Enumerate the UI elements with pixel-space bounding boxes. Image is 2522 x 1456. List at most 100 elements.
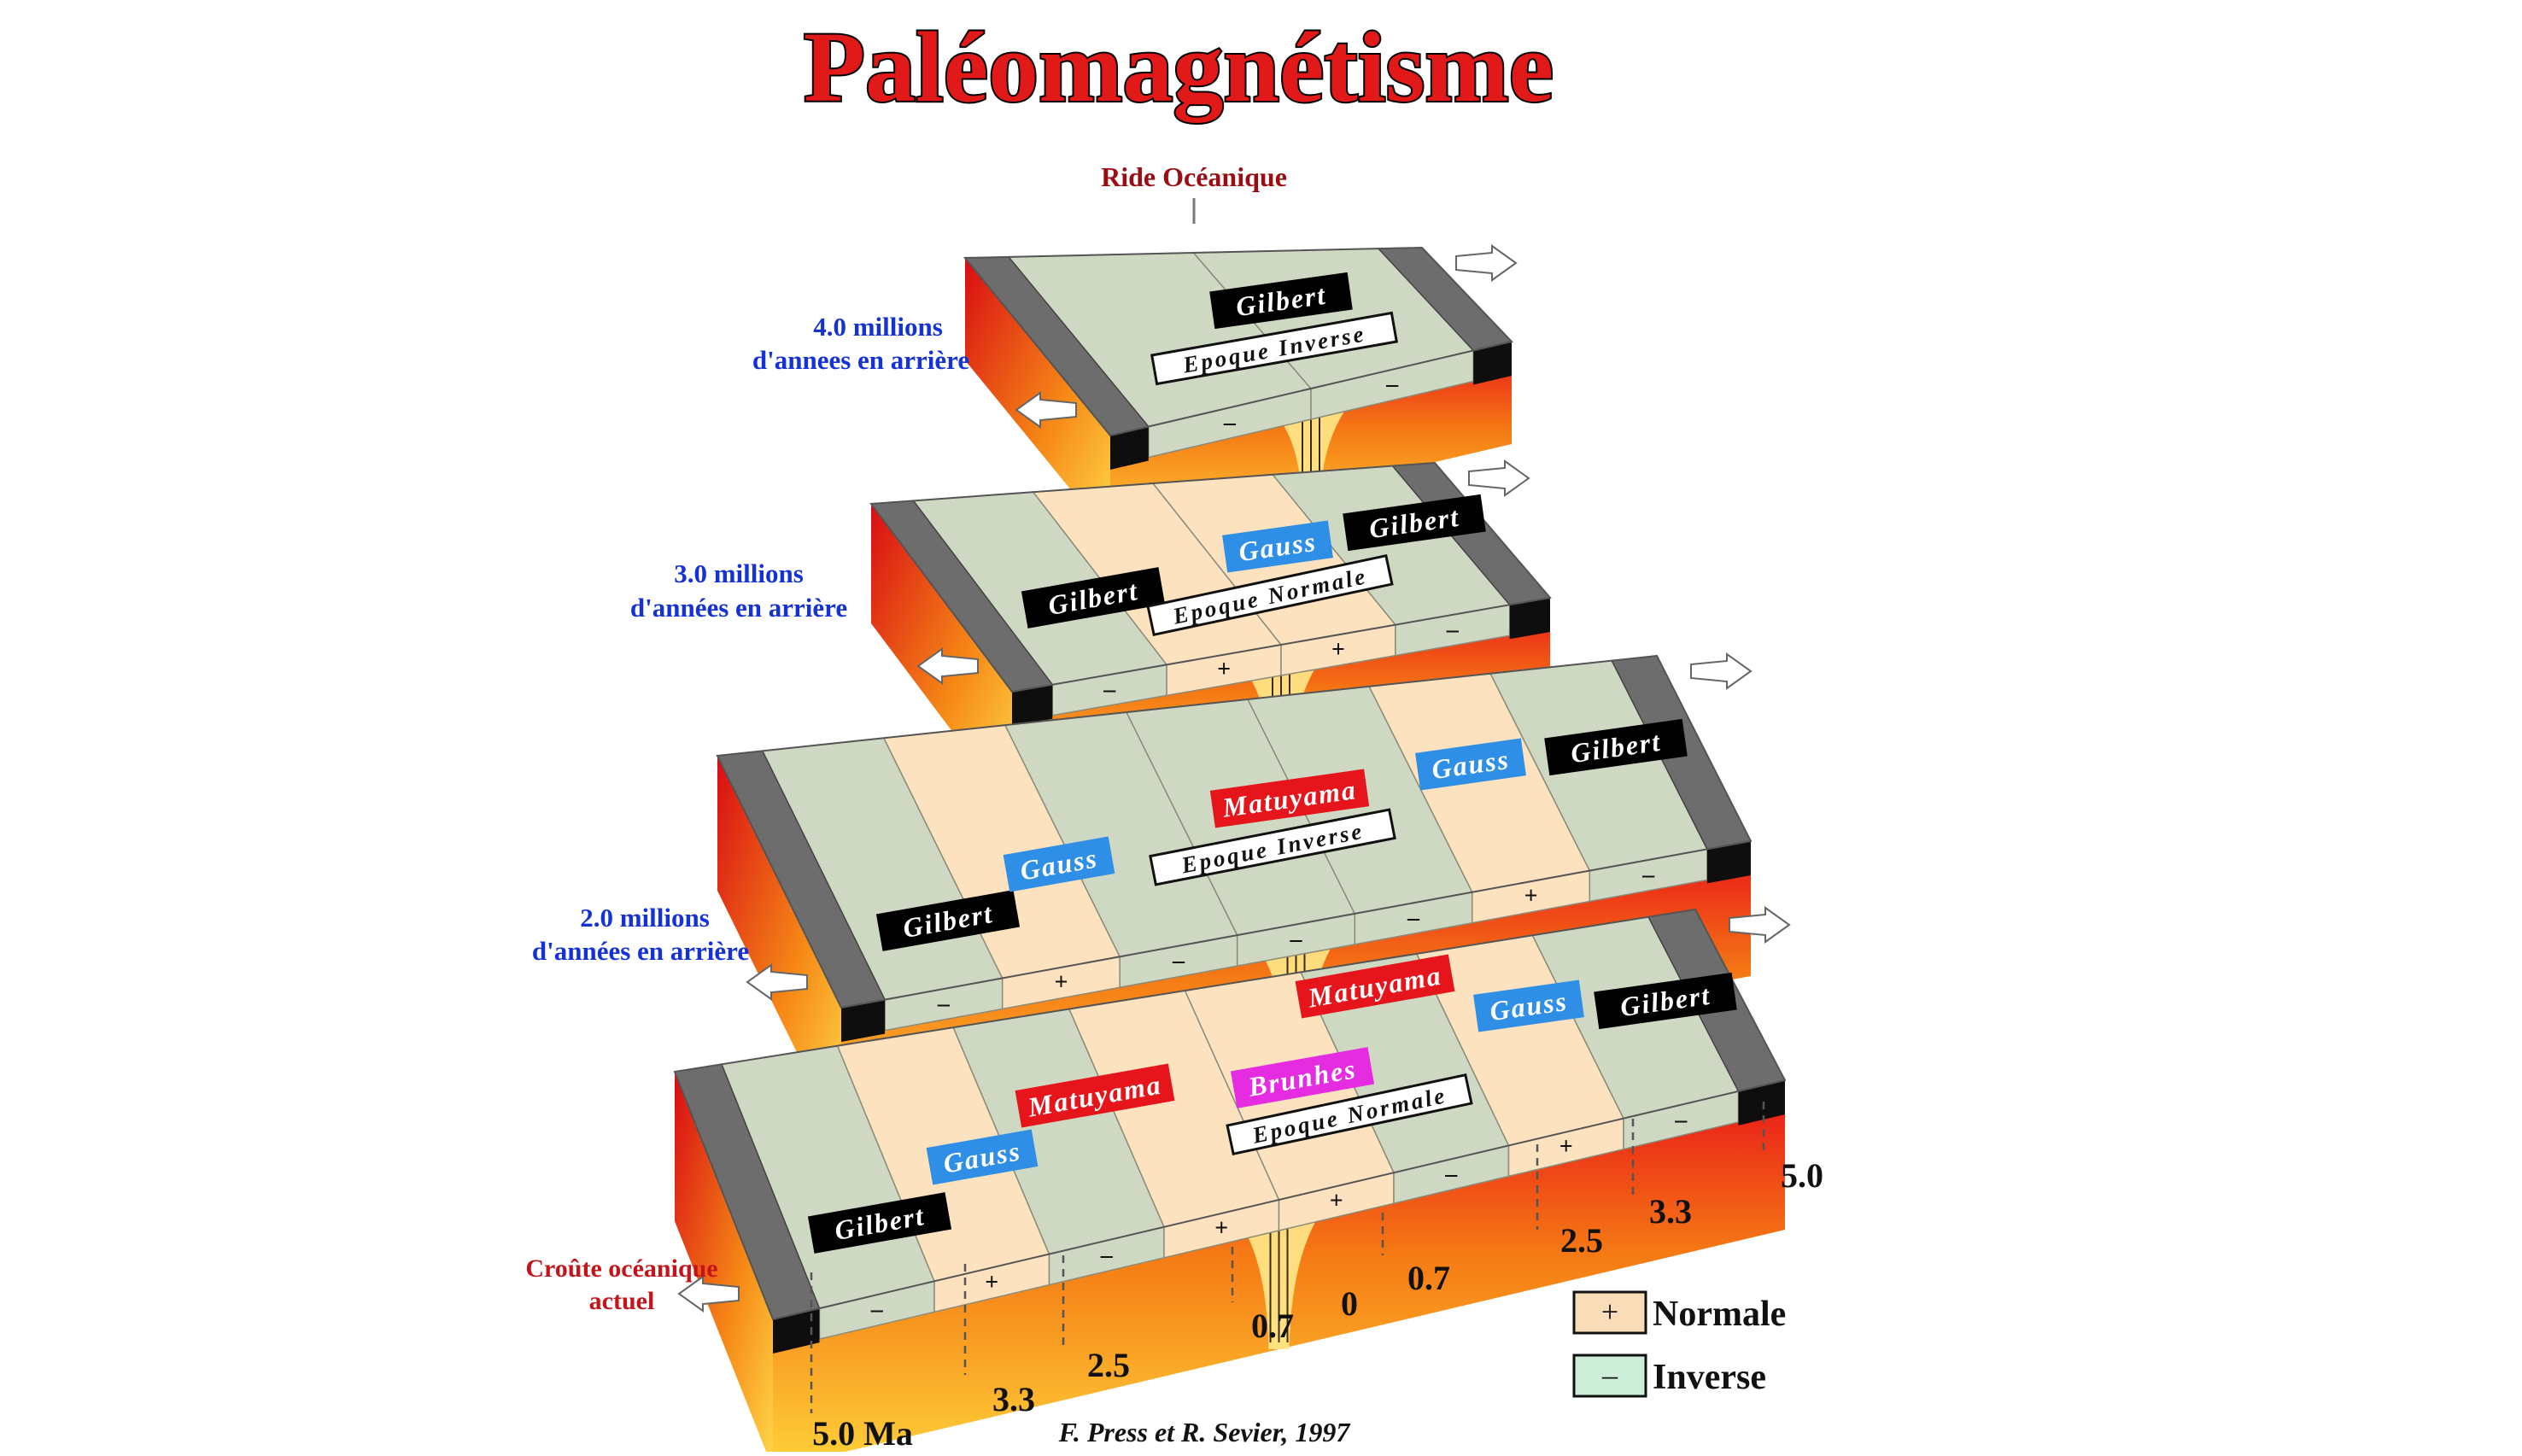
chron-tag-gilbert: Gilbert <box>1209 272 1353 330</box>
chron-tag-bg <box>1230 1047 1375 1108</box>
cap-front-dark <box>1706 841 1751 884</box>
polarity-sign: – <box>1444 1161 1458 1187</box>
chron-tag-bg <box>1594 972 1737 1030</box>
diagram-title: Paléomagnétisme <box>804 11 1554 123</box>
epoch-label-box <box>1150 311 1399 386</box>
age-label-5ma-left: 5.0 Ma <box>812 1414 913 1452</box>
chron-tag-gauss: Gauss <box>1415 738 1526 791</box>
chron-tag-bg <box>1544 718 1688 776</box>
chron-tag-gauss: Gauss <box>1473 979 1584 1032</box>
chron-tag-bg <box>1021 567 1166 629</box>
polarity-sign: + <box>1054 969 1068 996</box>
polarity-sign: – <box>1674 1107 1688 1133</box>
chron-tag-bg <box>926 1129 1039 1185</box>
legend-normal-symbol: + <box>1601 1295 1618 1329</box>
polarity-sign: + <box>1330 1188 1343 1214</box>
present-crust-label-line2: actuel <box>589 1287 655 1315</box>
legend-inverse-label: Inverse <box>1653 1358 1766 1397</box>
age-label-0: 0 <box>1341 1284 1358 1323</box>
time-label-4ma-line1: 4.0 millions <box>813 312 943 342</box>
block-outline <box>716 654 1753 1009</box>
spreading-arrow-left <box>1015 391 1077 429</box>
spreading-arrow-right <box>1468 459 1530 497</box>
polarity-sign: – <box>1407 904 1420 931</box>
polarity-sign: + <box>985 1269 998 1295</box>
polarity-sign: + <box>1331 636 1345 663</box>
chron-tag-bg <box>875 890 1021 951</box>
legend-normal-label: Normale <box>1653 1295 1786 1334</box>
age-label-5ma-right: 5.0 <box>1781 1156 1823 1195</box>
polarity-sign: – <box>870 1296 884 1323</box>
polarity-sign: – <box>1100 1243 1114 1269</box>
polarity-sign: – <box>1103 676 1116 703</box>
chron-tag-bg <box>1415 738 1526 791</box>
time-label-2ma-line2: d'années en arrière <box>532 936 749 966</box>
time-label-3ma-line2: d'années en arrière <box>630 593 847 623</box>
time-label-3ma: 3.0 millions d'années en arrière <box>630 558 847 623</box>
block-side-face <box>675 1072 773 1456</box>
block-side-face <box>717 756 841 1143</box>
polarity-sign: + <box>1524 883 1538 909</box>
polarity-sign: – <box>937 991 951 1017</box>
legend-normal-swatch <box>1572 1290 1647 1335</box>
polarity-sign: – <box>1641 862 1655 888</box>
cap-front-dark <box>1509 598 1550 640</box>
polarity-sign: + <box>1559 1134 1573 1161</box>
age-label-3.3-right: 3.3 <box>1649 1192 1692 1231</box>
epoch-label-box <box>1149 808 1396 886</box>
epoch-label-box <box>1146 553 1394 637</box>
age-label-3.3-left: 3.3 <box>992 1380 1035 1418</box>
spreading-arrow-left <box>677 1275 740 1313</box>
chron-tag-bg <box>807 1192 952 1254</box>
cap-front-dark <box>1473 342 1512 385</box>
cap-front-dark <box>1738 1080 1785 1126</box>
chron-tag-gilbert: Gilbert <box>1544 718 1688 776</box>
age-label-0.7-right: 0.7 <box>1407 1259 1450 1297</box>
legend-inverse-swatch <box>1572 1354 1647 1398</box>
legend-inverse-symbol: – <box>1601 1358 1618 1392</box>
cap-front-dark <box>773 1308 820 1354</box>
chron-tag-bg <box>1343 494 1486 552</box>
polarity-sign: – <box>1385 371 1399 398</box>
epoch-label-box <box>1226 1073 1473 1156</box>
block-outline <box>869 461 1552 693</box>
legend: + Normale – Inverse <box>1572 1290 1786 1398</box>
spreading-arrow-right <box>1690 652 1753 690</box>
present-crust-label-line1: Croûte océanique <box>525 1254 717 1283</box>
chron-tag-bg <box>1209 272 1353 330</box>
time-label-4ma: 4.0 millions d'annees en arrière <box>752 312 969 375</box>
polarity-sign: – <box>1223 409 1237 436</box>
cap-front-dark <box>841 999 886 1042</box>
block-outline <box>963 246 1513 437</box>
chron-tag-bg <box>1473 979 1584 1032</box>
polarity-sign: – <box>1446 617 1460 643</box>
time-label-2ma-line1: 2.0 millions <box>580 903 710 933</box>
polarity-sign: – <box>1290 927 1303 953</box>
chron-tag-gilbert: Gilbert <box>1343 494 1486 552</box>
chron-tag-bg <box>1015 1063 1175 1128</box>
chron-tag-gauss: Gauss <box>1222 520 1333 573</box>
age-label-2.5-right: 2.5 <box>1560 1221 1603 1260</box>
chron-tag-bg <box>1209 769 1370 828</box>
age-label-0.7-left: 0.7 <box>1251 1307 1294 1345</box>
cap-front-dark <box>1012 684 1053 726</box>
chron-tag-bg <box>1003 836 1115 892</box>
chron-tag-gilbert: Gilbert <box>1594 972 1737 1030</box>
credit-text: F. Press et R. Sevier, 1997 <box>1058 1417 1352 1447</box>
spreading-arrow-left <box>916 647 979 685</box>
chron-tag-bg <box>1222 520 1333 573</box>
spreading-arrow-left <box>746 963 808 1001</box>
cap-front-dark <box>1110 426 1149 470</box>
block-outline <box>673 908 1787 1321</box>
time-label-3ma-line1: 3.0 millions <box>674 558 804 588</box>
polarity-sign: + <box>1214 1215 1228 1242</box>
chron-tag-bg <box>1295 954 1455 1019</box>
age-label-2.5-left: 2.5 <box>1087 1346 1130 1384</box>
time-label-4ma-line2: d'annees en arrière <box>752 345 969 375</box>
spreading-arrow-right <box>1455 244 1518 282</box>
